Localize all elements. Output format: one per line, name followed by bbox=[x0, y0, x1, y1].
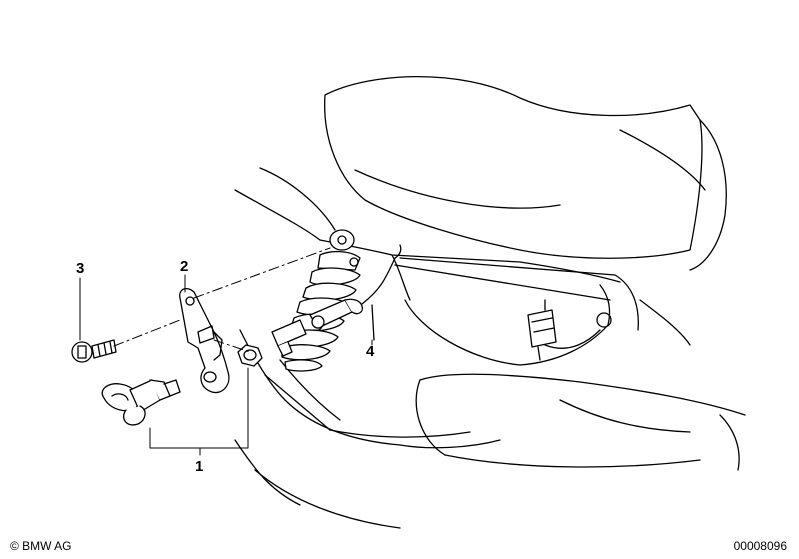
plug-assembly-drawing bbox=[101, 379, 181, 426]
callout-4: 4 bbox=[366, 343, 375, 360]
connector-drawing bbox=[527, 299, 601, 361]
callout-1: 1 bbox=[195, 458, 203, 475]
callout-3: 3 bbox=[76, 260, 84, 277]
leader-lines bbox=[79, 274, 373, 456]
bracket-drawing bbox=[179, 287, 230, 394]
seat-drawing bbox=[324, 76, 727, 271]
callout-2: 2 bbox=[180, 258, 188, 275]
bolt-drawing bbox=[71, 339, 117, 363]
copyright-label: © BMW AG bbox=[10, 539, 72, 553]
sensor-cable-drawing bbox=[271, 244, 402, 357]
shock-absorber-drawing bbox=[281, 229, 361, 372]
assembly-lines bbox=[113, 247, 331, 353]
diagram-id-label: 00008096 bbox=[733, 539, 787, 553]
